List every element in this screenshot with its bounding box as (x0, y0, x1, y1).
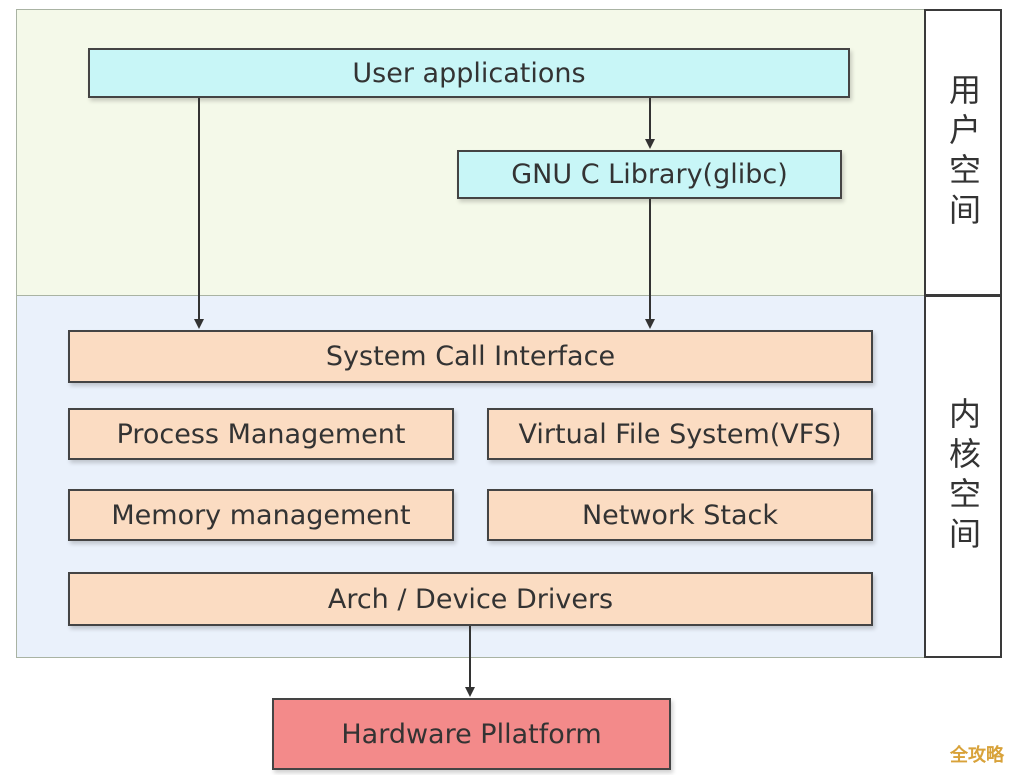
hardware-platform-box: Hardware Pllatform (272, 698, 671, 770)
watermark-text: 全攻略 (950, 745, 1004, 766)
process-management-box: Process Management (68, 408, 454, 460)
kernel-space-label: 内核空间 (944, 396, 982, 557)
virtual-file-system-box: Virtual File System(VFS) (487, 408, 873, 460)
user-space-label: 用户空间 (944, 72, 982, 233)
memory-management-box: Memory management (68, 489, 454, 541)
arch-device-drivers-box: Arch / Device Drivers (68, 572, 873, 626)
kernel-space-label-panel: 内核空间 (924, 295, 1002, 658)
user-applications-box: User applications (88, 48, 850, 98)
system-call-interface-box: System Call Interface (68, 330, 873, 383)
glibc-box: GNU C Library(glibc) (457, 150, 842, 199)
network-stack-box: Network Stack (487, 489, 873, 541)
